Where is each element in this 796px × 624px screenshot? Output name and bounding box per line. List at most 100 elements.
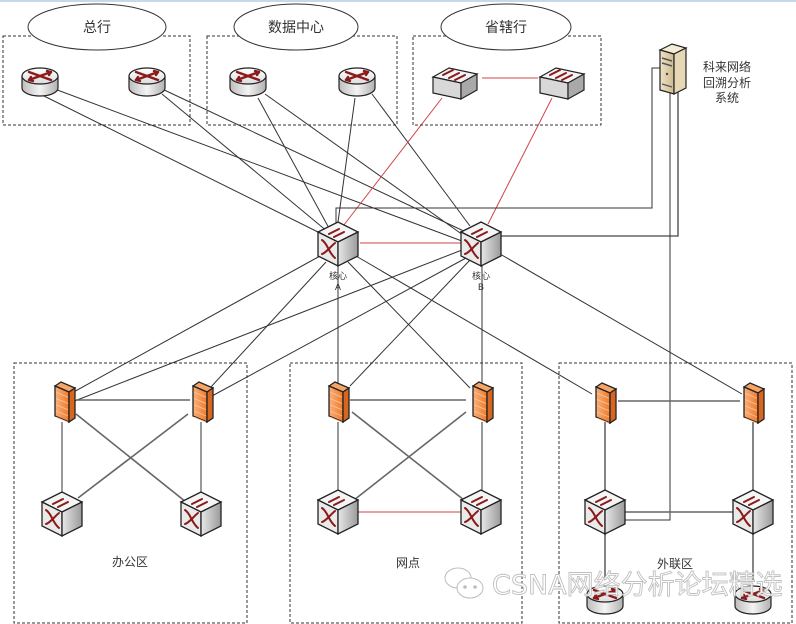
core-switch-arrows-icon: [45, 498, 69, 529]
core-a-sub: A: [335, 283, 342, 293]
zone-office-name: 办公区: [112, 554, 148, 569]
router-arrows-icon: [344, 69, 370, 83]
router-arrows-icon: [592, 587, 618, 601]
link-coreA-extranet-fw1: [355, 255, 593, 395]
zone-datacenter-ellipse: [233, 3, 359, 51]
wechat-icon: [444, 567, 484, 599]
link-server-extranet-sw: [622, 92, 671, 521]
link-dc-r2-coreB: [371, 93, 471, 227]
server-label-line-3: 系统: [715, 91, 739, 105]
extranet-switch-2[interactable]: [731, 489, 775, 536]
extranet-router-1[interactable]: [586, 585, 624, 615]
zone-datacenter: 数据中心: [206, 3, 398, 126]
server-label-line-1: 科来网络: [703, 59, 751, 74]
link-branch-fw2-sw1: [353, 411, 467, 501]
zone-hq-title: 总行: [83, 20, 111, 36]
router-arrows-icon: [235, 69, 261, 83]
zone-datacenter-title: 数据中心: [268, 20, 324, 36]
zone-provincial-box: [412, 35, 602, 126]
branch-firewall-1[interactable]: [327, 381, 351, 424]
server-label: 科来网络 回溯分析 系统: [703, 59, 751, 105]
router-arrows-icon: [27, 69, 53, 83]
datacenter-router-1[interactable]: [229, 67, 267, 97]
link-coreA-office-fw2: [209, 261, 327, 389]
watermark: CSNA网络分析论坛精选: [444, 567, 783, 601]
firewall-brick-icon: [744, 392, 758, 424]
link-prov-sw2-coreB: [487, 97, 553, 225]
links-layer: [43, 67, 754, 580]
zone-hq-box: [2, 35, 191, 126]
link-hq-r2-coreB: [159, 87, 471, 235]
provincial-switch-1[interactable]: [431, 67, 479, 101]
zone-extranet-box: [558, 362, 793, 624]
core-switch-arrows-icon: [464, 496, 488, 527]
router-arrows-icon: [134, 69, 160, 83]
link-dc-r1-coreA: [257, 97, 331, 231]
link-coreB-extranet-fw2: [499, 253, 743, 395]
zone-extranet-name: 外联区: [657, 557, 693, 571]
core-switch-arrows-icon: [184, 498, 208, 529]
extranet-firewall-1[interactable]: [594, 382, 618, 425]
link-office-fw2-sw1: [77, 413, 189, 499]
office-switch-2[interactable]: [179, 491, 223, 538]
firewall-brick-icon: [193, 391, 207, 423]
firewall-brick-icon: [329, 391, 343, 423]
backtrace-analysis-server[interactable]: [658, 43, 688, 95]
branch-switch-2[interactable]: [459, 489, 503, 536]
office-firewall-2[interactable]: [191, 381, 215, 424]
watermark-text: CSNA网络分析论坛精选: [492, 570, 783, 601]
branch-switch-1[interactable]: [316, 489, 360, 536]
link-dc-r1-coreB: [264, 93, 471, 241]
zone-branch-name: 网点: [396, 556, 420, 570]
link-hq-r1-coreA: [43, 95, 323, 235]
link-hq-r1-coreB: [51, 87, 479, 248]
core-switch-arrows-icon: [321, 228, 345, 259]
extranet-router-2[interactable]: [734, 585, 772, 615]
zone-hq: 总行: [2, 3, 191, 126]
branch-firewall-2[interactable]: [471, 381, 495, 424]
zone-extranet: 外联区: [558, 362, 793, 624]
switch-arrows-icon: [549, 69, 573, 81]
link-coreB-server: [500, 92, 679, 237]
extranet-switch-1[interactable]: [583, 489, 627, 536]
office-firewall-1[interactable]: [53, 381, 77, 424]
core-switch-arrows-icon: [464, 228, 488, 259]
core-switch-b[interactable]: [459, 221, 503, 268]
firewall-brick-icon: [473, 391, 487, 423]
router-arrows-icon: [740, 587, 766, 601]
link-dc-r2-coreA: [337, 97, 356, 223]
link-coreB-office-fw2: [211, 257, 467, 397]
firewall-brick-icon: [55, 391, 69, 423]
core-switch-arrows-icon: [736, 496, 760, 527]
link-prov-sw1-coreA: [339, 97, 443, 231]
core-b-sub: B: [478, 283, 484, 293]
link-coreA-office-fw1: [69, 255, 321, 395]
core-a-label: 核心: [329, 270, 347, 282]
link-coreB-branch-fw1: [349, 259, 471, 387]
zone-hq-ellipse: [27, 3, 167, 51]
link-hq-r2-coreA: [161, 93, 329, 233]
core-b-label: 核心: [472, 270, 490, 282]
link-coreA-branch-fw2: [347, 261, 471, 389]
link-branch-fw1-sw2: [351, 411, 465, 501]
office-switch-1[interactable]: [40, 491, 84, 538]
core-switch-arrows-icon: [588, 496, 612, 527]
core-switch-arrows-icon: [321, 496, 345, 527]
firewall-brick-icon: [596, 392, 610, 424]
server-label-line-2: 回溯分析: [703, 75, 751, 90]
zone-office-box: [13, 362, 248, 624]
link-coreB-office-fw1: [71, 249, 463, 403]
provincial-switch-2[interactable]: [538, 67, 586, 101]
zone-provincial-ellipse: [440, 3, 572, 51]
zone-provincial: 省辖行: [412, 3, 602, 126]
switch-arrows-icon: [442, 69, 466, 81]
hq-router-2[interactable]: [128, 67, 166, 97]
link-coreA-server: [335, 207, 632, 224]
core-switch-a[interactable]: [316, 221, 360, 268]
datacenter-router-2[interactable]: [338, 67, 376, 97]
extranet-firewall-2[interactable]: [742, 382, 766, 425]
zone-office: 办公区: [13, 362, 248, 624]
zone-provincial-title: 省辖行: [485, 20, 527, 36]
hq-router-1[interactable]: [21, 67, 59, 97]
